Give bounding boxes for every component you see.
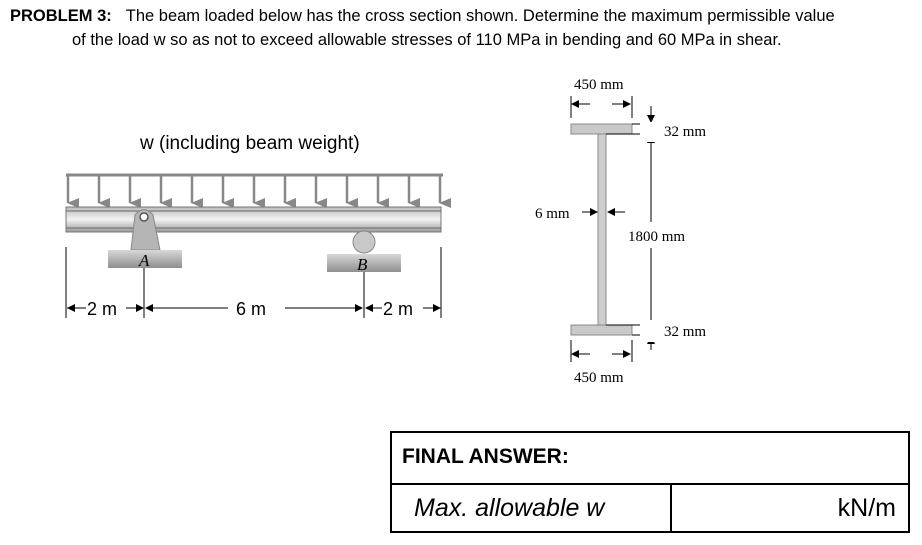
answer-unit: kN/m bbox=[837, 494, 896, 522]
distributed-load bbox=[66, 173, 451, 208]
problem-text-line1: The beam loaded below has the cross sect… bbox=[125, 7, 835, 25]
final-answer-title: FINAL ANSWER: bbox=[402, 445, 569, 468]
span-dimensions bbox=[65, 247, 442, 318]
top-flange-width-label: 450 mm bbox=[574, 77, 624, 93]
load-label: w (including beam weight) bbox=[139, 133, 360, 154]
answer-label: Max. allowable w bbox=[392, 485, 672, 533]
problem-text-line2: of the load w so as not to exceed allowa… bbox=[72, 31, 782, 49]
bottom-flange-width-label: 450 mm bbox=[574, 370, 624, 386]
answer-input[interactable] bbox=[674, 487, 818, 531]
beam-diagram: w (including beam weight) bbox=[65, 133, 451, 319]
dim-left-label: 2 m bbox=[87, 299, 117, 319]
bottom-flange-thickness-label: 32 mm bbox=[664, 324, 706, 340]
pin-support-a bbox=[108, 209, 182, 268]
web bbox=[597, 133, 607, 326]
web-thickness-label: 6 mm bbox=[535, 206, 570, 222]
dim-mid-label: 6 m bbox=[236, 299, 266, 319]
load-arrows bbox=[66, 176, 451, 208]
bottom-flange bbox=[570, 324, 633, 336]
roller-support-b bbox=[327, 230, 401, 272]
dim-right-label: 2 m bbox=[383, 299, 413, 319]
final-answer-box: FINAL ANSWER: Max. allowable w kN/m bbox=[390, 431, 910, 533]
answer-row: Max. allowable w kN/m bbox=[392, 483, 908, 533]
problem-figure: w (including beam weight) bbox=[65, 77, 706, 386]
problem-number: PROBLEM 3: bbox=[10, 7, 112, 25]
problem-statement: PROBLEM 3: The beam loaded below has the … bbox=[10, 4, 915, 52]
support-b-label: B bbox=[357, 255, 368, 274]
top-flange bbox=[570, 123, 633, 135]
top-flange-thickness-label: 32 mm bbox=[664, 124, 706, 140]
support-a-label: A bbox=[138, 251, 150, 270]
cross-section: 450 mm 32 mm 6 mm 1800 mm bbox=[535, 77, 706, 386]
web-height-label: 1800 mm bbox=[628, 229, 685, 245]
